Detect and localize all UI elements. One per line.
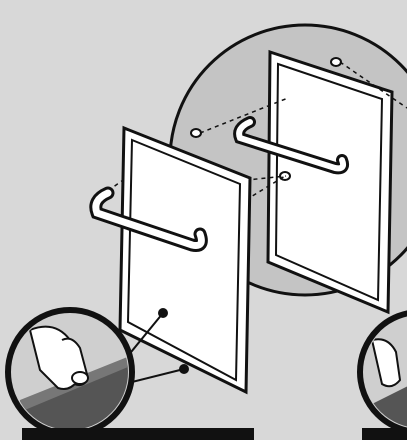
detail-magnifier-right bbox=[360, 312, 407, 440]
caption-bar-right bbox=[362, 428, 407, 440]
caption-bar-left bbox=[22, 428, 254, 440]
